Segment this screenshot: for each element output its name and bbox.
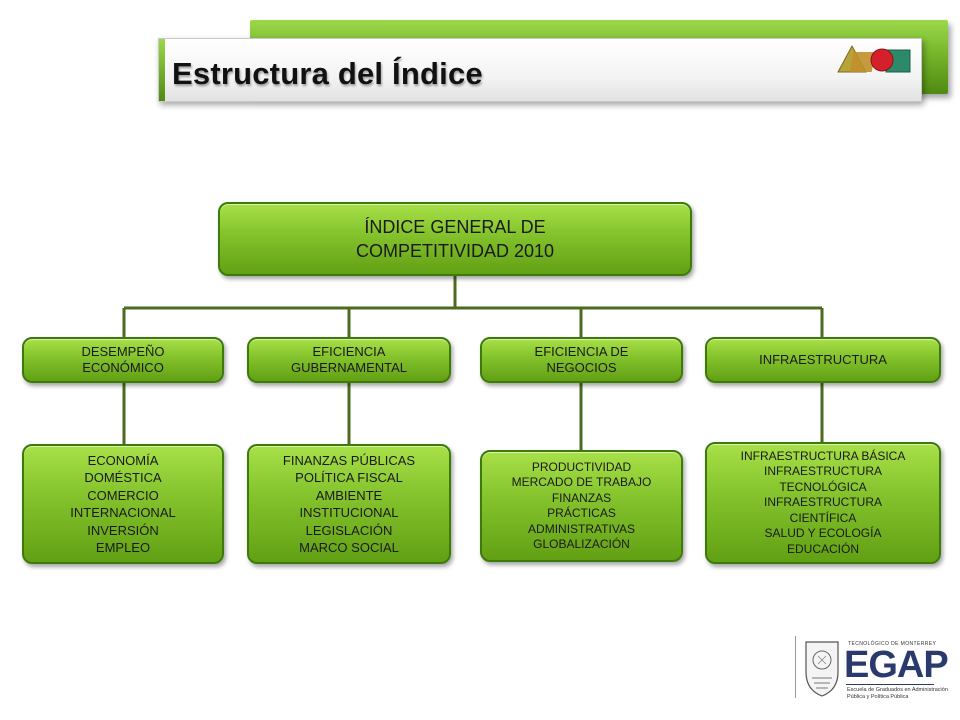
detail-item: INTERNACIONAL: [70, 505, 176, 520]
detail-item: GLOBALIZACIÓN: [533, 537, 630, 551]
detail-item: CIENTÍFICA: [789, 510, 857, 525]
logo-subtitle-line: Pública y Política Pública: [847, 693, 909, 700]
decorative-shapes-icon: [837, 44, 911, 73]
category-label-line: DESEMPEÑO: [81, 344, 165, 359]
page-title: Estructura del Índice: [172, 56, 483, 91]
detail-item: INFRAESTRUCTURA BÁSICA: [740, 448, 906, 463]
detail-item: INSTITUCIONAL: [299, 505, 399, 520]
detail-item: AMBIENTE: [315, 487, 383, 503]
category-node-desempeno-economico: DESEMPEÑO ECONÓMICO: [22, 337, 224, 383]
detail-item: SALUD Y ECOLOGÍA: [764, 526, 882, 541]
detail-node-infraestructura: INFRAESTRUCTURA BÁSICA INFRAESTRUCTURA T…: [705, 442, 941, 564]
detail-node-desempeno-economico: ECONOMÍA DOMÉSTICA COMERCIO INTERNACIONA…: [22, 444, 224, 564]
detail-item: MARCO SOCIAL: [299, 540, 399, 555]
detail-item: COMERCIO: [87, 487, 159, 503]
detail-item: PRÁCTICAS: [547, 506, 616, 520]
detail-node-eficiencia-de-negocios: PRODUCTIVIDAD MERCADO DE TRABAJO FINANZA…: [480, 450, 683, 562]
root-node: ÍNDICE GENERAL DE COMPETITIVIDAD 2010: [218, 202, 692, 276]
detail-item: FINANZAS: [551, 490, 612, 505]
detail-item: PRODUCTIVIDAD: [531, 459, 632, 474]
detail-item: INFRAESTRUCTURA: [763, 495, 882, 510]
logo-divider: [795, 636, 796, 698]
detail-item: INVERSIÓN: [87, 522, 159, 538]
detail-item: DOMÉSTICA: [84, 470, 162, 485]
category-node-infraestructura: INFRAESTRUCTURA: [705, 337, 941, 383]
detail-item: TECNOLÓGICA: [779, 479, 867, 494]
detail-item: EDUCACIÓN: [786, 541, 859, 556]
category-label-line: EFICIENCIA DE: [534, 344, 629, 359]
logo-subtitle: Escuela de Graduados en Administración P…: [847, 687, 948, 700]
logo-institution: TECNOLÓGICO DE MONTERREY: [848, 641, 937, 647]
detail-item: POLÍTICA FISCAL: [295, 470, 403, 485]
detail-item: LEGISLACIÓN: [305, 522, 393, 538]
root-node-line: ÍNDICE GENERAL DE: [364, 217, 546, 237]
detail-item: ADMINISTRATIVAS: [528, 521, 635, 536]
detail-item: MERCADO DE TRABAJO: [511, 475, 652, 489]
title-banner: [158, 38, 922, 102]
category-label-line: GUBERNAMENTAL: [290, 360, 408, 375]
category-node-eficiencia-gubernamental: EFICIENCIA GUBERNAMENTAL: [247, 337, 451, 383]
university-seal-icon: [805, 641, 839, 697]
category-label-line: INFRAESTRUCTURA: [759, 352, 887, 367]
logo-acronym: EGAP: [844, 644, 949, 686]
root-node-line: COMPETITIVIDAD 2010: [355, 241, 555, 261]
logo-rule: [846, 684, 934, 685]
detail-item: ECONOMÍA: [87, 452, 159, 468]
detail-item: INFRAESTRUCTURA: [763, 464, 882, 479]
detail-item: FINANZAS PÚBLICAS: [282, 452, 416, 468]
detail-node-eficiencia-gubernamental: FINANZAS PÚBLICAS POLÍTICA FISCAL AMBIEN…: [247, 444, 451, 564]
category-label-line: NEGOCIOS: [546, 360, 617, 375]
category-label-line: ECONÓMICO: [82, 360, 164, 375]
category-node-eficiencia-de-negocios: EFICIENCIA DE NEGOCIOS: [480, 337, 683, 383]
category-label-line: EFICIENCIA: [312, 344, 386, 359]
detail-item: EMPLEO: [95, 540, 151, 555]
logo-subtitle-line: Escuela de Graduados en Administración: [847, 687, 948, 693]
